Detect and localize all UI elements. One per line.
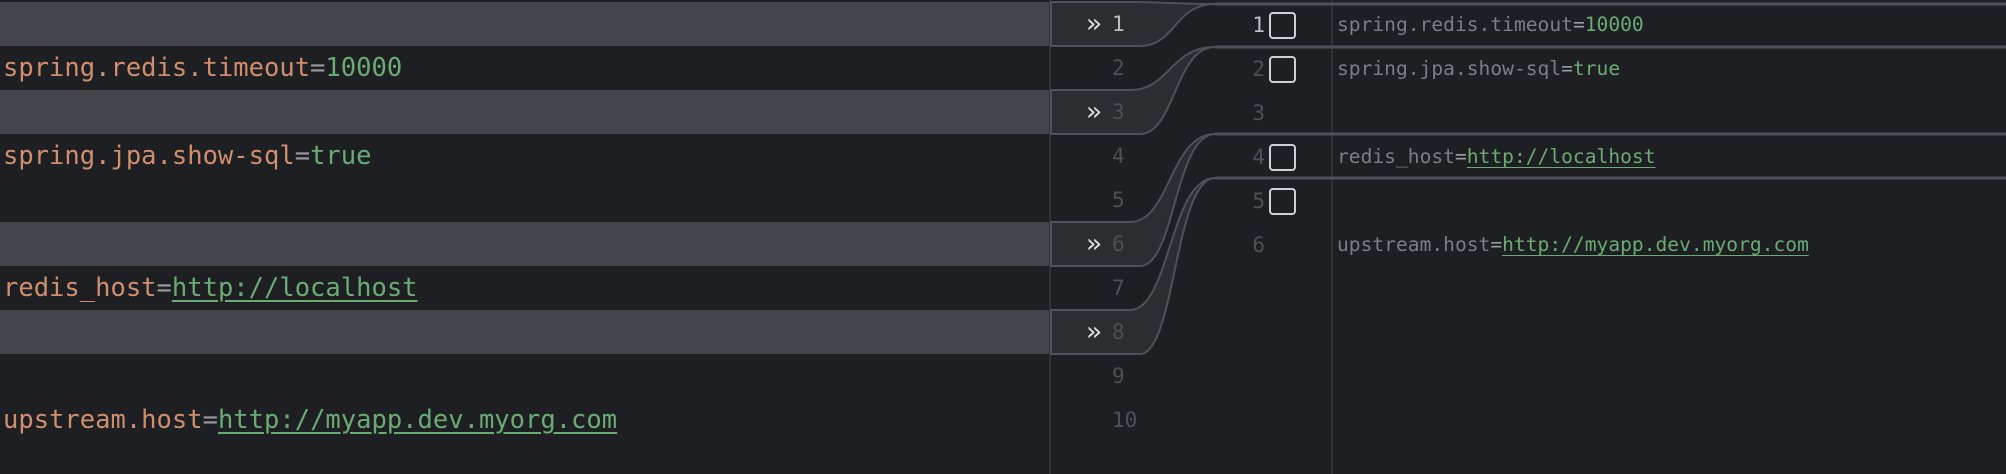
- left-line-number: 9: [1112, 364, 1125, 388]
- left-line-number: 7: [1112, 276, 1125, 300]
- url-link[interactable]: http://localhost: [1466, 145, 1656, 168]
- right-line-number: 3: [1252, 101, 1265, 125]
- left-line-number: 5: [1112, 188, 1125, 212]
- left-code-row: spring.redis.timeout=10000: [0, 46, 1049, 90]
- inserted-placeholder-row: [0, 310, 1049, 354]
- left-line-number: 1: [1112, 12, 1125, 36]
- left-code-row: spring.jpa.show-sql=true: [0, 134, 1049, 178]
- inserted-placeholder-row: [0, 222, 1049, 266]
- url-link[interactable]: http://myapp.dev.myorg.com: [1502, 233, 1809, 256]
- inserted-block-connector: [1050, 0, 1216, 47]
- inserted-block-connector: [1050, 46, 1216, 135]
- code-line-text[interactable]: redis_host=http://localhost: [1337, 135, 1656, 179]
- code-line-text[interactable]: spring.jpa.show-sql=true: [1337, 47, 1620, 91]
- property-value: 10000: [325, 53, 403, 83]
- equals-sign: =: [1561, 57, 1573, 80]
- left-line-number: 6: [1112, 232, 1125, 256]
- property-value: true: [1572, 57, 1621, 80]
- url-link[interactable]: http://localhost: [171, 273, 418, 303]
- left-line-number: 2: [1112, 56, 1125, 80]
- property-value: true: [310, 141, 372, 171]
- inserted-placeholder-row: [0, 2, 1049, 46]
- code-line-text[interactable]: upstream.host=http://myapp.dev.myorg.com: [3, 398, 617, 442]
- equals-sign: =: [1490, 233, 1503, 256]
- property-value: 10000: [1584, 13, 1644, 36]
- left-code-row: redis_host=http://localhost: [0, 266, 1049, 310]
- left-line-number: 3: [1112, 100, 1125, 124]
- code-line-text[interactable]: upstream.host=http://myapp.dev.myorg.com: [1337, 223, 1809, 267]
- inserted-block-connector: [1050, 133, 1216, 267]
- left-code-row: upstream.host=http://myapp.dev.myorg.com: [0, 398, 1049, 442]
- code-line-text[interactable]: redis_host=http://localhost: [3, 266, 418, 310]
- equals-sign: =: [156, 273, 172, 303]
- code-line-text[interactable]: spring.redis.timeout=10000: [1337, 3, 1644, 47]
- include-change-checkbox[interactable]: [1269, 188, 1296, 215]
- right-line-number: 6: [1252, 233, 1265, 257]
- equals-sign: =: [1454, 145, 1467, 168]
- url-link[interactable]: http://myapp.dev.myorg.com: [217, 405, 618, 435]
- include-change-checkbox[interactable]: [1269, 144, 1296, 171]
- left-line-number: 8: [1112, 320, 1125, 344]
- equals-sign: =: [294, 141, 311, 171]
- equals-sign: =: [310, 53, 326, 83]
- include-change-checkbox[interactable]: [1269, 12, 1296, 39]
- right-line-number: 2: [1252, 57, 1265, 81]
- property-key: spring.redis.timeout: [3, 53, 311, 83]
- property-key: redis_host: [3, 273, 157, 303]
- property-key: upstream.host: [1337, 233, 1491, 256]
- right-line-number: 5: [1252, 189, 1265, 213]
- inserted-block-connector: [1050, 177, 1216, 355]
- include-change-checkbox[interactable]: [1269, 56, 1296, 83]
- property-key: spring.jpa.show-sql: [1337, 57, 1562, 80]
- right-line-number: 4: [1252, 145, 1265, 169]
- property-key: spring.redis.timeout: [1337, 13, 1573, 36]
- code-line-text[interactable]: spring.jpa.show-sql=true: [3, 134, 371, 178]
- equals-sign: =: [202, 405, 218, 435]
- inserted-placeholder-row: [0, 90, 1049, 134]
- apply-change-arrow-icon[interactable]: »: [1086, 229, 1102, 259]
- apply-change-arrow-icon[interactable]: »: [1086, 317, 1102, 347]
- apply-change-arrow-icon[interactable]: »: [1086, 97, 1102, 127]
- property-key: spring.jpa.show-sql: [3, 141, 295, 171]
- left-line-number: 4: [1112, 144, 1125, 168]
- code-line-text[interactable]: spring.redis.timeout=10000: [3, 46, 402, 90]
- left-line-number: 10: [1112, 408, 1138, 432]
- property-key: redis_host: [1337, 145, 1455, 168]
- property-key: upstream.host: [3, 405, 203, 435]
- right-gutter-divider: [1331, 0, 1333, 474]
- right-line-number: 1: [1252, 13, 1265, 37]
- apply-change-arrow-icon[interactable]: »: [1086, 9, 1102, 39]
- equals-sign: =: [1572, 13, 1585, 36]
